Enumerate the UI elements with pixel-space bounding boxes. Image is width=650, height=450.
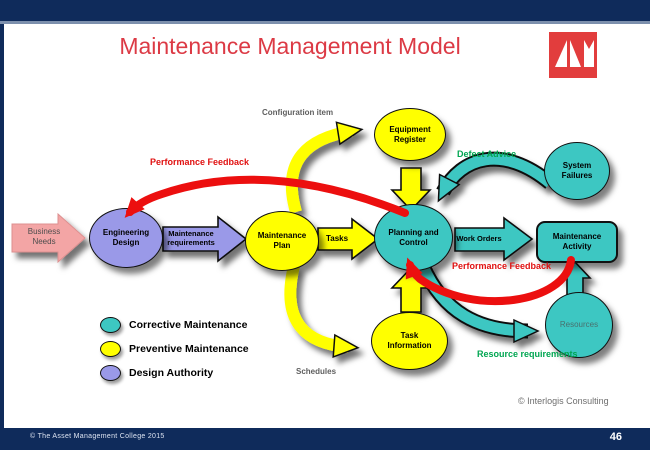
design-authority-swatch-icon <box>100 365 121 381</box>
work-orders-arrow <box>454 216 534 262</box>
node-planning-and-control: Planning and Control <box>374 204 453 271</box>
node-equipment-register: Equipment Register <box>374 108 446 161</box>
legend: Corrective Maintenance Preventive Mainte… <box>100 313 249 385</box>
maintenance-requirements-label: Maintenance requirements <box>167 229 215 247</box>
tasks-arrow <box>317 217 380 261</box>
corrective-maintenance-swatch-icon <box>100 317 121 333</box>
left-edge-bar <box>0 24 4 450</box>
taskinfo-to-planning-arrow <box>390 266 432 313</box>
legend-row-preventive: Preventive Maintenance <box>100 337 249 361</box>
business-needs-arrow <box>11 212 86 264</box>
legend-row-corrective: Corrective Maintenance <box>100 313 249 337</box>
resource-requirements-label: Resource requirements <box>477 349 578 359</box>
asset-management-logo <box>549 32 597 78</box>
defect-advice-label: Defect Advice <box>457 149 517 159</box>
footer-bar <box>0 428 650 450</box>
business-needs-label: Business Needs <box>27 227 61 246</box>
preventive-maintenance-swatch-icon <box>100 341 121 357</box>
legend-label: Preventive Maintenance <box>129 343 249 355</box>
node-task-information: Task Information <box>371 312 448 370</box>
resources-to-activity-arrow <box>558 260 592 297</box>
logo-triangles-icon <box>555 40 594 67</box>
performance-feedback-top-label: Performance Feedback <box>150 157 250 167</box>
schedules-label: Schedules <box>296 367 337 376</box>
legend-row-design-authority: Design Authority <box>100 361 249 385</box>
schedules-curve <box>284 264 360 359</box>
node-maintenance-activity: Maintenance Activity <box>536 221 618 263</box>
tasks-label: Tasks <box>325 234 349 243</box>
performance-feedback-bottom-label: Performance Feedback <box>452 261 552 271</box>
legend-label: Design Authority <box>129 367 214 379</box>
work-orders-label: Work Orders <box>456 234 502 243</box>
interlogis-credit: © Interlogis Consulting <box>518 396 609 406</box>
legend-label: Corrective Maintenance <box>129 319 248 331</box>
maintenance-requirements-arrow <box>162 215 248 263</box>
page-title: Maintenance Management Model <box>119 33 461 59</box>
configuration-item-curve <box>285 121 364 214</box>
top-accent-line <box>0 21 650 24</box>
node-system-failures: System Failures <box>544 142 610 200</box>
page-number: 46 <box>609 431 622 443</box>
node-engineering-design: Engineering Design <box>89 208 163 268</box>
node-maintenance-plan: Maintenance Plan <box>245 211 319 271</box>
footer-copyright: © The Asset Management College 2015 <box>30 433 165 440</box>
defect-advice-curve <box>436 151 555 203</box>
top-bar <box>0 0 650 21</box>
configuration-item-label: Configuration item <box>262 108 334 117</box>
performance-feedback-top-curve <box>124 175 409 218</box>
